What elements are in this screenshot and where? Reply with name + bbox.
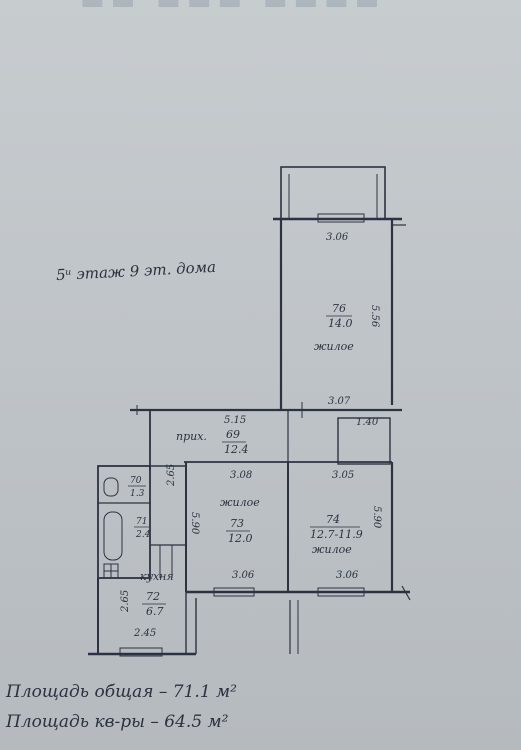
room-76-number: 76	[332, 302, 346, 315]
closet	[337, 417, 391, 465]
room-70-number: 70	[130, 476, 142, 486]
dim-room-right-bottom: 3.06	[336, 570, 359, 581]
room-73-area: 12.0	[228, 532, 253, 545]
room-72-area: 6.7	[146, 605, 164, 618]
dim-kitchen-bottom: 2.45	[133, 628, 156, 639]
room-74-name: жилое	[312, 543, 352, 556]
total-area-note: Площадь общая – 71.1 м²	[6, 682, 237, 702]
window-right	[317, 587, 365, 597]
window-mid	[213, 587, 255, 597]
room-73-number: 73	[230, 517, 244, 530]
room-69-number: 69	[226, 428, 240, 441]
bathroom-block	[97, 465, 151, 579]
dim-room-right-height: 5.90	[371, 506, 382, 529]
room-76-area: 14.0	[328, 317, 353, 330]
dim-balcony-width: 3.06	[326, 232, 349, 243]
room-73-name: жилое	[220, 496, 260, 509]
kitchen-window	[119, 647, 163, 657]
fixtures	[103, 477, 173, 579]
room-71-area: 2.4	[135, 530, 151, 540]
room-74-number: 74	[326, 513, 340, 526]
dim-room-right-width: 3.05	[332, 470, 354, 481]
room-74-area: 12.7-11.9	[310, 528, 363, 541]
dim-hall-side: 2.65	[166, 464, 177, 487]
dim-closet: 1.40	[356, 417, 379, 428]
balcony-outline	[280, 166, 386, 220]
room-71-number: 71	[136, 517, 147, 527]
dim-large-room-height: 5.56	[369, 305, 380, 328]
dim-kitchen-side: 2.65	[120, 590, 131, 613]
walls	[88, 166, 411, 657]
header-watermark: ▬▬ ▬▬▬ ▬▬▬▬	[80, 0, 386, 16]
dim-room-mid-bottom: 3.06	[232, 570, 255, 581]
dim-corridor-width: 3.07	[328, 396, 351, 407]
balcony-window	[317, 213, 365, 223]
room-72-number: 72	[146, 590, 160, 603]
toilet-icon	[103, 477, 119, 497]
room-72-name: кухня	[140, 570, 174, 583]
dim-room-mid-width: 3.08	[230, 470, 252, 481]
room-70-area: 1.3	[130, 489, 145, 499]
bathtub-icon	[103, 511, 123, 561]
living-area-note: Площадь кв-ры – 64.5 м²	[6, 712, 229, 732]
room-76-name: жилое	[314, 340, 354, 353]
dim-hall-length: 5.15	[224, 415, 246, 426]
dim-room-mid-height: 5.90	[189, 512, 200, 535]
room-69-area: 12.4	[224, 443, 249, 456]
room-69-name: прих.	[176, 430, 207, 443]
